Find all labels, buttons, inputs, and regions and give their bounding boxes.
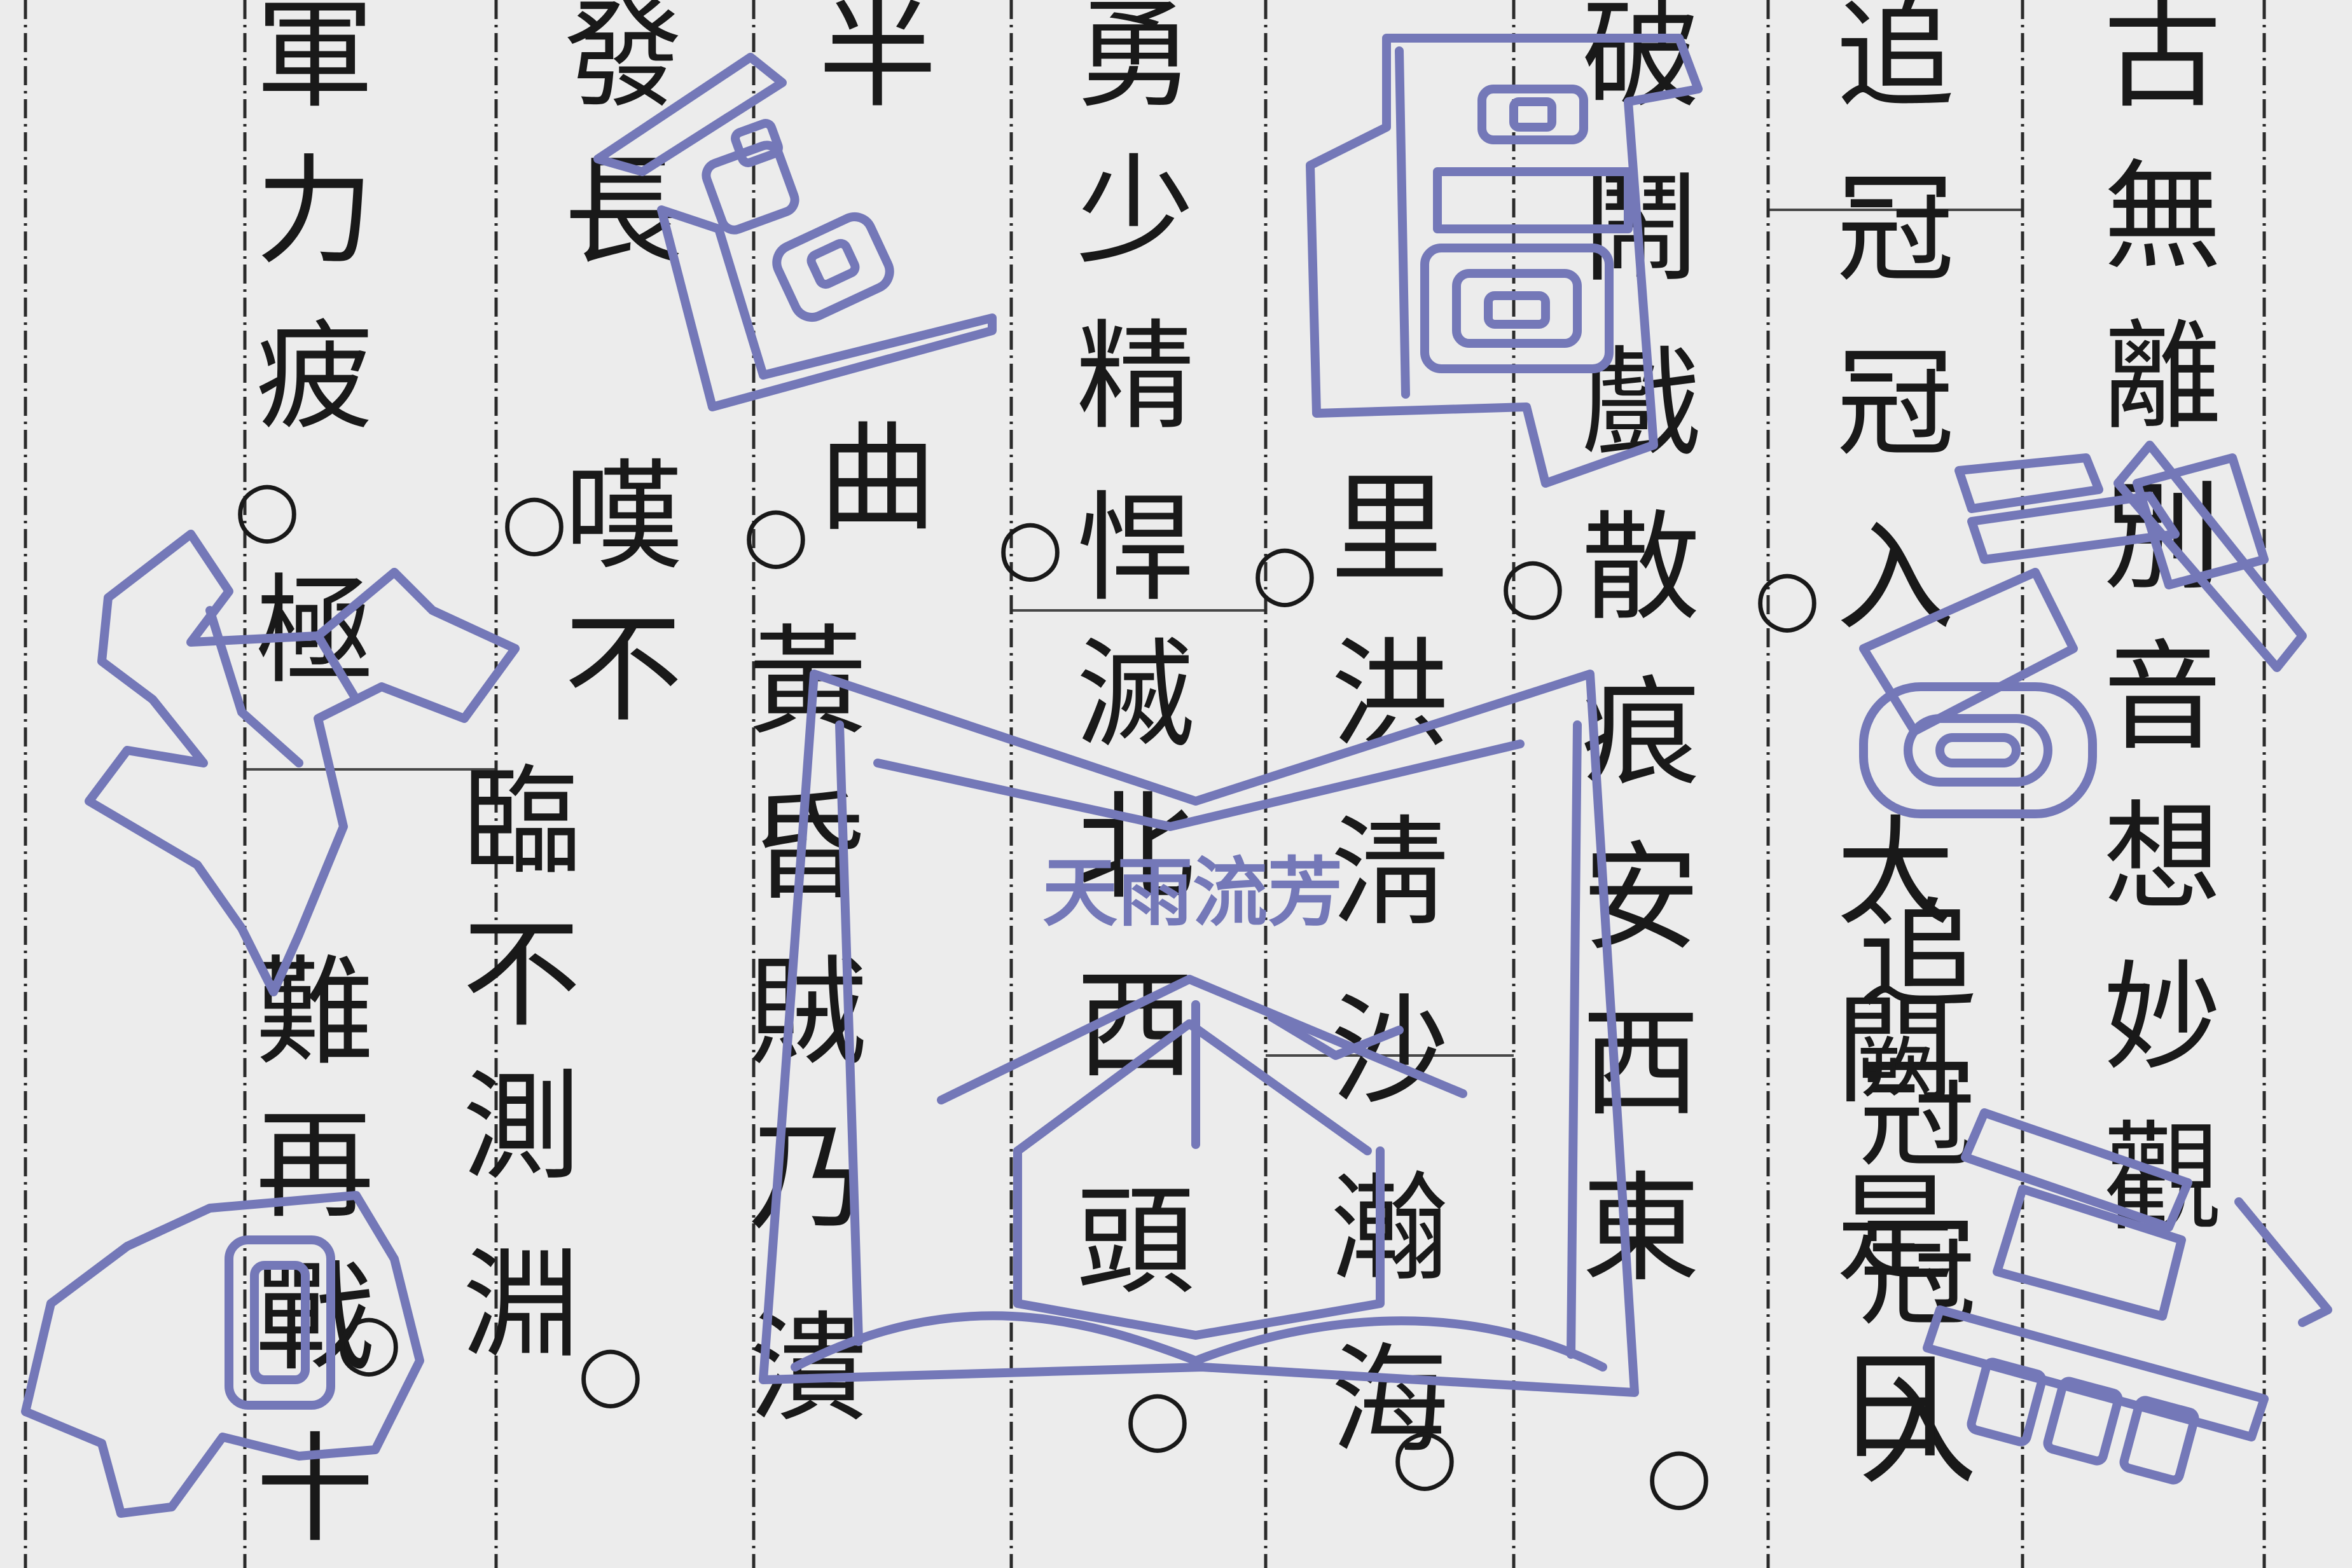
glyph: 難	[255, 944, 374, 1082]
glyph: 發	[564, 0, 682, 124]
glyph: 大	[1836, 804, 1954, 942]
glyph: 是	[1836, 1160, 1954, 1298]
seal-stamp-right-lower	[1923, 1108, 2332, 1485]
glyph: 軍	[255, 0, 374, 124]
glyph: 散	[1581, 499, 1700, 636]
glyph: 無	[2103, 148, 2222, 285]
glyph: 悍	[1076, 479, 1194, 617]
glyph: 冠	[1836, 334, 1954, 472]
glyph: 里	[1330, 460, 1449, 598]
glyph: 頭	[1076, 1173, 1194, 1310]
seal-stamp-top-left	[593, 53, 997, 411]
punctuation-circle: ○	[577, 1329, 644, 1417]
glyph: 音	[2103, 628, 2222, 766]
punctuation-circle: ○	[1645, 1431, 1713, 1519]
punctuation-circle: ○	[1754, 553, 1821, 642]
glyph: 精	[1076, 308, 1194, 446]
glyph: 日	[1836, 1338, 1954, 1476]
glyph: 淵	[462, 1236, 581, 1374]
seal-stamp-center	[759, 670, 1639, 1397]
punctuation-circle: ○	[742, 490, 810, 578]
glyph: 勇	[1076, 0, 1194, 124]
glyph: 臨	[462, 753, 581, 891]
glyph: 嘆	[564, 448, 682, 586]
glyph: 少	[1076, 142, 1194, 280]
glyph: 西	[1581, 994, 1700, 1132]
glyph: 東	[1581, 1160, 1700, 1298]
glyph: 冠	[1858, 1045, 1977, 1183]
glyph: 追	[1858, 886, 1977, 1024]
punctuation-circle: ○	[335, 1297, 403, 1386]
seal-stamp-left-upper	[85, 530, 520, 996]
glyph: 測	[462, 1058, 581, 1196]
punctuation-circle: ○	[1499, 540, 1567, 629]
glyph: 冠	[1836, 160, 1954, 298]
glyph: 不	[564, 600, 682, 738]
glyph: 闕	[1836, 982, 1954, 1120]
glyph: 極	[255, 562, 374, 700]
seal-stamp-right-upper	[1859, 441, 2307, 818]
punctuation-circle: ○	[233, 464, 301, 553]
glyph: 淸	[1330, 804, 1449, 942]
glyph: 痕	[1581, 664, 1700, 802]
glyph: 滅	[1076, 626, 1194, 764]
punctuation-circle: ○	[501, 477, 568, 565]
glyph: 曲	[818, 409, 937, 547]
punctuation-circle: ○	[1391, 1412, 1458, 1500]
seal-stamp-top-center	[1306, 34, 1703, 488]
glyph: 妙	[2103, 949, 2222, 1087]
glyph: 戰	[255, 1249, 374, 1387]
glyph: 疲	[255, 308, 374, 446]
punctuation-circle: ○	[1124, 1373, 1191, 1462]
punctuation-circle: ○	[1251, 528, 1318, 616]
seal-stamp-left-lower	[21, 1191, 424, 1518]
glyph: 海	[1330, 1331, 1449, 1469]
glyph: 想	[2103, 788, 2222, 926]
glyph: 古	[2103, 0, 2222, 124]
glyph: 離	[2103, 308, 2222, 446]
glyph: 不	[462, 905, 581, 1043]
glyph: 力	[255, 142, 374, 280]
glyph: 追	[1836, 0, 1954, 124]
glyph: 瀚	[1330, 1160, 1449, 1298]
seal-inscription: 天雨流芳	[1042, 848, 1343, 937]
glyph: 半	[818, 0, 937, 124]
punctuation-circle: ○	[997, 502, 1064, 591]
glyph: 入	[1858, 1363, 1977, 1501]
glyph: 乃	[748, 1109, 867, 1247]
